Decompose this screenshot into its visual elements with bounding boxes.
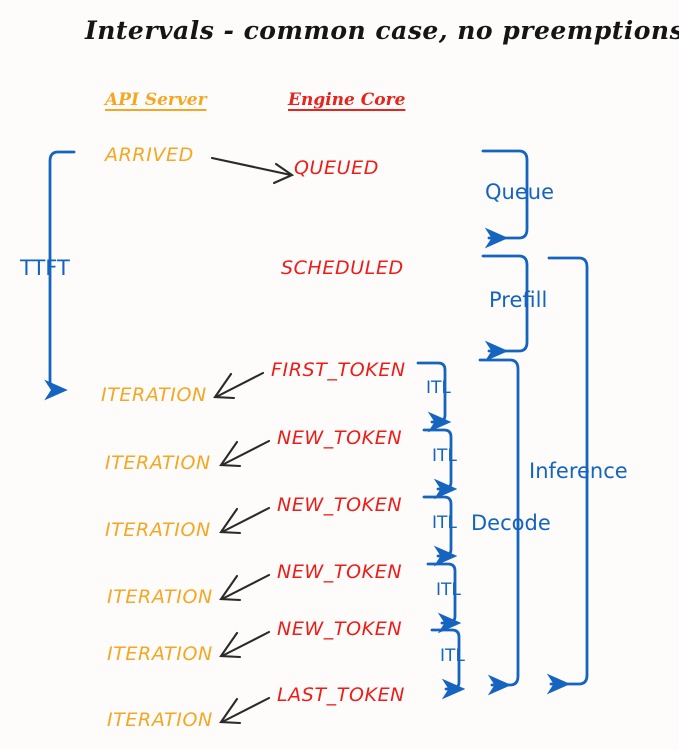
interval-label-itl-3: ITL — [432, 513, 457, 533]
state-iteration-6: ITERATION — [107, 709, 213, 731]
column-header-api-server: API Server — [105, 90, 207, 110]
state-iteration-4: ITERATION — [107, 586, 213, 608]
arrow-new-token-to-iteration-3 — [219, 573, 271, 602]
interval-bracket-itl-1 — [416, 361, 452, 433]
interval-label-inference: Inference — [529, 459, 628, 483]
interval-label-queue: Queue — [485, 180, 554, 204]
arrow-new-token-to-iteration-4 — [219, 630, 271, 659]
arrow-first-token-to-iteration — [213, 371, 265, 400]
state-iteration-1: ITERATION — [101, 384, 207, 406]
state-iteration-3: ITERATION — [105, 519, 211, 541]
state-new-token-4: NEW_TOKEN — [277, 618, 403, 640]
state-scheduled: SCHEDULED — [281, 257, 404, 279]
interval-bracket-queue — [481, 149, 529, 249]
state-iteration-5: ITERATION — [107, 643, 213, 665]
arrow-new-token-to-iteration-2 — [219, 506, 271, 535]
interval-bracket-itl-4 — [426, 562, 462, 634]
interval-bracket-ttft — [44, 150, 76, 401]
interval-label-prefill: Prefill — [489, 288, 548, 312]
interval-bracket-decode — [478, 358, 520, 696]
interval-bracket-prefill — [481, 254, 529, 362]
interval-bracket-itl-2 — [422, 428, 458, 500]
state-first-token: FIRST_TOKEN — [271, 359, 406, 381]
page-title: Intervals - common case, no preemptions — [85, 16, 679, 45]
state-new-token-2: NEW_TOKEN — [277, 494, 403, 516]
state-queued: QUEUED — [294, 157, 380, 179]
state-last-token: LAST_TOKEN — [277, 684, 405, 706]
interval-label-itl-2: ITL — [432, 446, 457, 466]
interval-bracket-itl-3 — [422, 495, 458, 567]
state-arrived: ARRIVED — [105, 144, 194, 166]
interval-label-decode: Decode — [471, 511, 551, 535]
arrow-last-token-to-iteration — [219, 696, 271, 725]
state-iteration-2: ITERATION — [105, 452, 211, 474]
interval-bracket-itl-5 — [430, 628, 466, 700]
interval-label-ttft: TTFT — [20, 256, 70, 280]
state-new-token-3: NEW_TOKEN — [277, 561, 403, 583]
interval-label-itl-1: ITL — [426, 378, 451, 398]
interval-label-itl-4: ITL — [436, 580, 461, 600]
arrow-new-token-to-iteration-1 — [219, 439, 271, 468]
interval-label-itl-5: ITL — [440, 646, 465, 666]
interval-bracket-inference — [546, 256, 589, 695]
state-new-token-1: NEW_TOKEN — [277, 427, 403, 449]
arrow-arrived-to-queued — [210, 156, 295, 185]
column-header-engine-core: Engine Core — [288, 90, 406, 110]
